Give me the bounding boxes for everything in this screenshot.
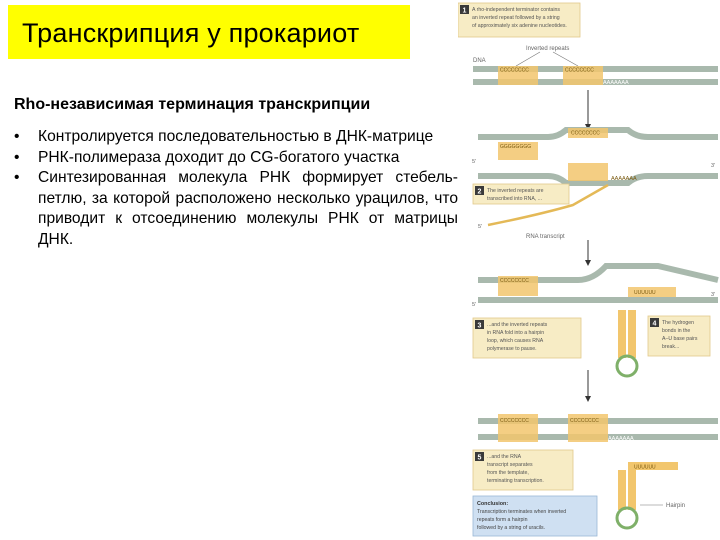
bullet-text: РНК-полимераза доходит до CG-богатого уч…	[38, 148, 400, 166]
seq-gc-3a: CCCCCCCC	[500, 278, 529, 284]
conclusion-box: Conclusion: Transcription terminates whe…	[472, 495, 598, 537]
step-2-line-1: The inverted repeats are	[487, 188, 544, 194]
dna-bubble-2: CCCCCCCC GGGGGGGG AAAAAAA 5' 3'	[472, 127, 718, 186]
seq-gc-2b: GGGGGGGG	[500, 144, 531, 150]
seq-u-5: UUUUUU	[634, 465, 656, 471]
section-subtitle: Rho-независимая терминация транскрипции	[14, 96, 371, 113]
seq-gc-1a: CCCCCCCC	[500, 68, 529, 74]
dna-bubble-3: CCCCCCCC UUUUUU 5' 3'	[472, 263, 719, 308]
rna-transcript-label: RNA transcript	[526, 234, 565, 240]
step-4-line-4: break...	[662, 344, 679, 350]
bullet-text: Контролируется последовательностью в ДНК…	[38, 128, 434, 145]
seq-gc-5a: CCCCCCCC	[500, 418, 529, 424]
step-5-line-2: transcript separates	[487, 462, 533, 468]
step-2-line-2: transcribed into RNA, ...	[487, 196, 542, 202]
bullet-item: • Синтезированная молекула РНК формирует …	[14, 168, 458, 250]
bullet-item: • Контролируется последовательностью в ДН…	[14, 127, 458, 148]
bullet-dot: •	[14, 169, 20, 186]
seq-gc-5b: CCCCCCCC	[570, 418, 599, 424]
hairpin-label: Hairpin	[666, 503, 685, 509]
step-2-box: 2 The inverted repeats are transcribed i…	[472, 183, 570, 205]
step-1-line-3: of approximately six adenine nucleotides…	[472, 23, 567, 29]
dna-duplex-5: CCCCCCCC CCCCCCCC AAAAAAA	[478, 414, 718, 442]
bullet-dot: •	[14, 148, 20, 166]
seq-a-1: AAAAAAA	[603, 80, 629, 86]
bullet-dot: •	[14, 128, 20, 145]
bullet-list: • Контролируется последовательностью в ДН…	[14, 127, 458, 250]
three-prime-3: 3'	[711, 292, 715, 298]
step-5-line-1: ...and the RNA	[487, 454, 522, 460]
arrow-2-head	[585, 260, 591, 266]
step-3-number: 3	[478, 323, 482, 330]
step-4-line-3: A–U base pairs	[662, 336, 698, 342]
rna-transcript-2: 5' RNA transcript	[478, 183, 609, 240]
step-5-box: 5 ...and the RNA transcript separates fr…	[472, 449, 574, 491]
hairpin-3	[615, 310, 639, 378]
step-5-number: 5	[478, 455, 482, 462]
step-2-number: 2	[478, 189, 482, 196]
bullet-text: Синтезированная молекула РНК формирует с…	[38, 169, 458, 248]
step-3-line-2: in RNA fold into a hairpin	[487, 330, 544, 336]
five-prime-2: 5'	[472, 159, 476, 165]
termination-figure: 1 A rho-independent terminator contains …	[458, 2, 719, 537]
step-5-line-4: terminating transcription.	[487, 478, 544, 484]
step-1-line-2: an inverted repeat followed by a string	[472, 15, 560, 21]
released-rna-5: UUUUUU Hairpin	[615, 462, 685, 530]
step-1-box: 1 A rho-independent terminator contains …	[458, 2, 581, 38]
dna-duplex-1: CCCCCCCC CCCCCCCC AAAAAAA	[473, 66, 718, 86]
arrow-3-head	[585, 396, 591, 402]
inverted-repeats-pointer	[515, 51, 579, 67]
title-box: Транскрипция у прокариот	[8, 5, 410, 59]
step-4-line-1: The hydrogen	[662, 320, 694, 326]
conclusion-line-1: Transcription terminates when inverted	[477, 509, 566, 515]
seq-a-2: AAAAAAA	[611, 176, 637, 182]
step-3-line-1: ...and the inverted repeats	[487, 322, 548, 328]
step-4-box: 4 The hydrogen bonds in the A–U base pai…	[647, 315, 711, 357]
five-prime-3: 5'	[472, 302, 476, 308]
seq-a-5: AAAAAAA	[608, 436, 634, 442]
conclusion-line-3: followed by a string of uracils.	[477, 525, 545, 531]
step-1-number: 1	[463, 8, 467, 15]
five-prime-rna: 5'	[478, 224, 482, 230]
page-title: Транскрипция у прокариот	[22, 18, 360, 48]
conclusion-heading: Conclusion:	[477, 501, 508, 507]
step-3-line-4: polymerase to pause.	[487, 346, 537, 352]
step-3-line-3: loop, which causes RNA	[487, 338, 544, 344]
step-3-box: 3 ...and the inverted repeats in RNA fol…	[472, 317, 582, 359]
seq-u-3: UUUUUU	[634, 290, 656, 296]
inverted-repeats-label: Inverted repeats	[526, 46, 569, 52]
step-4-number: 4	[653, 321, 657, 328]
bullet-item: • РНК-полимераза доходит до CG-богатого у…	[14, 148, 458, 169]
step-1-line-1: A rho-independent terminator contains	[472, 7, 560, 13]
conclusion-line-2: repeats form a hairpin	[477, 517, 528, 523]
three-prime-2: 3'	[711, 163, 715, 169]
dna-label: DNA	[473, 58, 486, 64]
step-5-line-3: from the template,	[487, 470, 529, 476]
seq-gc-1b: CCCCCCCC	[565, 68, 594, 74]
seq-gc-2a: CCCCCCCC	[571, 131, 600, 137]
step-4-line-2: bonds in the	[662, 328, 690, 334]
